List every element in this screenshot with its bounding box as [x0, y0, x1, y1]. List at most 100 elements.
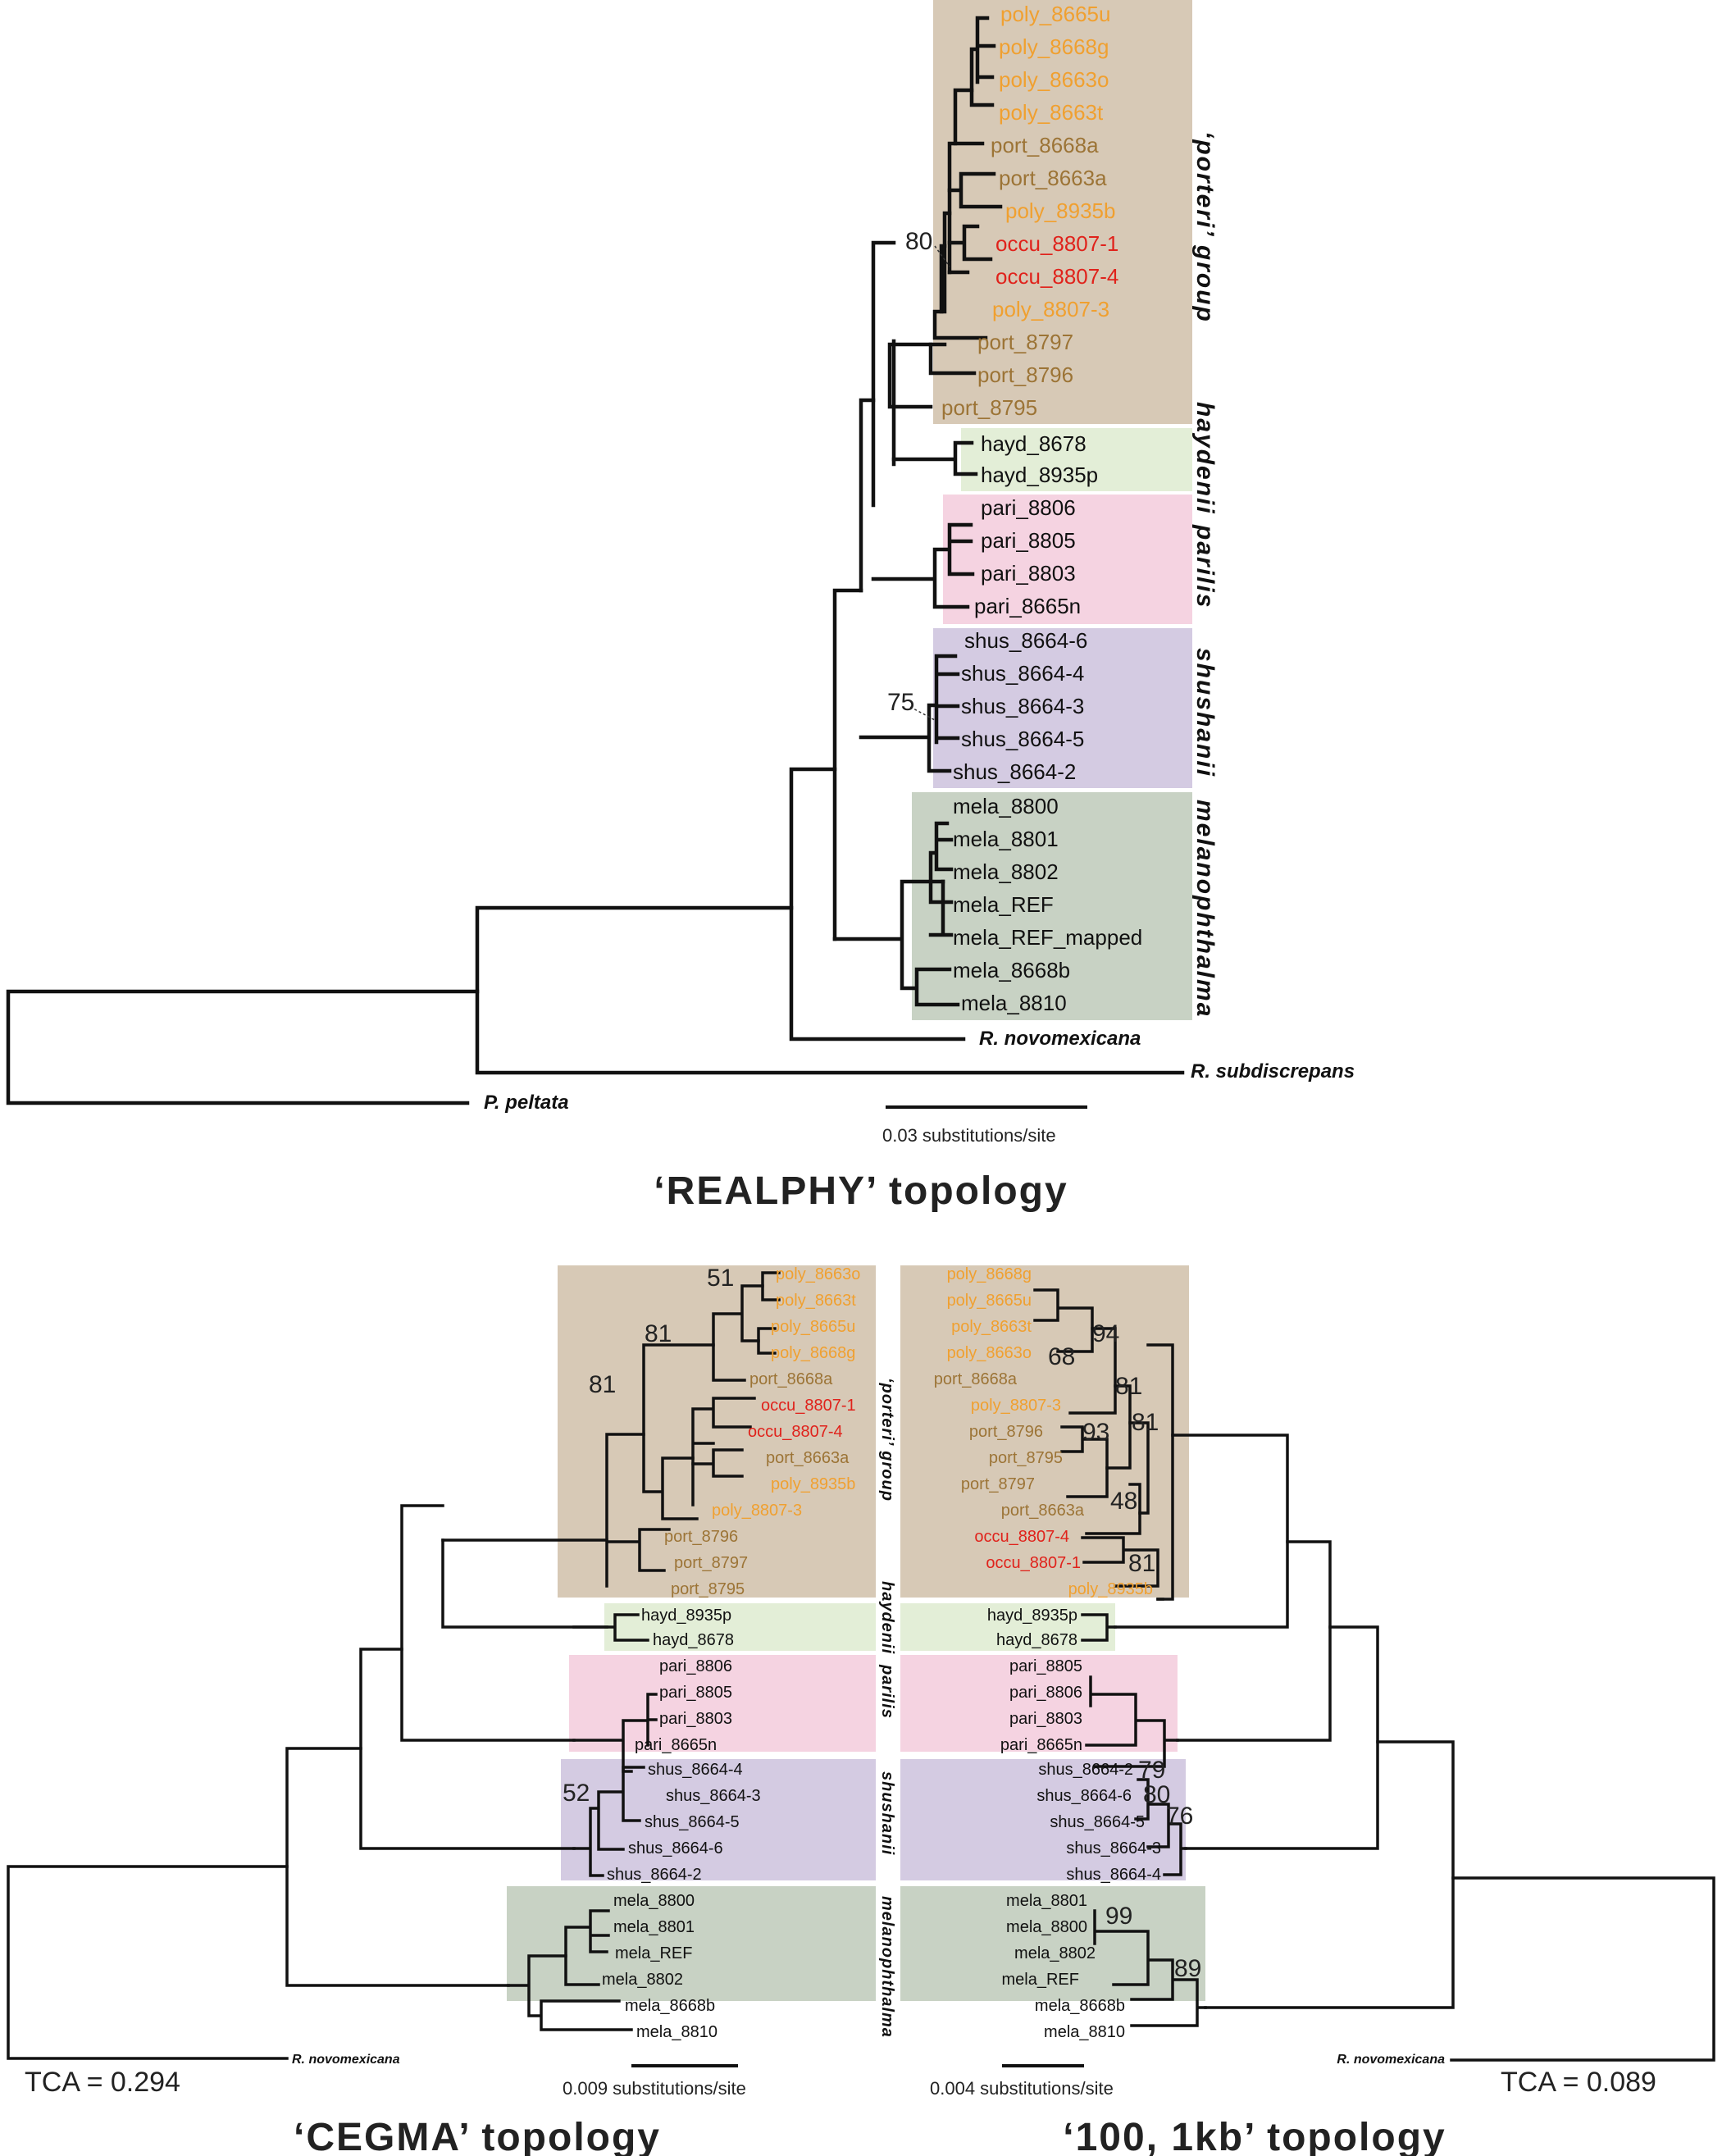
branch [1033, 1288, 1094, 1353]
tip-label: mela_8668b [625, 1997, 715, 2015]
tip-label: mela_8801 [1006, 1892, 1087, 1910]
branch [832, 588, 863, 941]
shushanii-clade-box [933, 628, 1192, 788]
branch [642, 1343, 715, 1520]
branch [1085, 1483, 1141, 1535]
branch [1081, 1536, 1159, 1588]
tip-label: poly_8663t [951, 1318, 1032, 1336]
branch [859, 654, 960, 773]
tip-label: poly_8665u [771, 1318, 855, 1336]
tip-label: poly_8935b [771, 1475, 855, 1493]
branch [1060, 1425, 1109, 1498]
branch [928, 821, 954, 937]
tip-label: mela_8802 [602, 1971, 683, 1989]
branch [359, 1648, 576, 1850]
panel-title: ‘CEGMA’ topology [294, 2116, 661, 2156]
tip-label: hayd_8678 [981, 431, 1086, 456]
tip-label: poly_8665u [1000, 2, 1110, 26]
branch [947, 171, 1003, 262]
branch [507, 1954, 633, 2031]
support-leader-line [934, 245, 950, 267]
tip-label: shus_8664-2 [1038, 1761, 1133, 1779]
tip-label: mela_8668b [1035, 1997, 1125, 2015]
melanophthalma-clade-box [900, 1886, 1205, 2001]
realphy-tip-labels: poly_8665u poly_8668g poly_8663o poly_86… [484, 2, 1355, 1114]
scale-label: 0.009 substitutions/site [563, 2078, 746, 2099]
haydenii-clade-box [961, 428, 1192, 491]
branch [572, 1766, 645, 1877]
tip-label: shus_8664-4 [648, 1761, 743, 1779]
tip-label: port_8797 [961, 1475, 1035, 1493]
tip-label: mela_8810 [636, 2023, 718, 2041]
branch [969, 16, 996, 107]
tip-label: shus_8664-3 [666, 1787, 761, 1805]
kb100-panel: poly_8668g poly_8665u poly_8663t poly_86… [900, 1265, 1715, 2156]
tip-label: pari_8805 [981, 528, 1076, 553]
tip-label: port_8663a [766, 1449, 850, 1467]
tip-label: occu_8807-4 [974, 1528, 1069, 1546]
scale-label: 0.03 substitutions/site [882, 1125, 1056, 1146]
tip-label: poly_8663o [947, 1344, 1032, 1362]
tip-label: pari_8806 [659, 1657, 732, 1675]
tip-label: shus_8664-5 [961, 727, 1084, 751]
tip-label: occu_8807-4 [995, 264, 1118, 289]
bootstrap-support: 76 [1166, 1803, 1193, 1830]
branch [871, 522, 975, 609]
cegma-branches [7, 1271, 781, 2060]
branch [1085, 1675, 1179, 1768]
tip-label: port_8796 [977, 362, 1073, 387]
tip-label: mela_8800 [1006, 1918, 1087, 1936]
branch [605, 1433, 671, 1588]
tip-label: poly_8807-3 [971, 1397, 1061, 1415]
bootstrap-support: 81 [645, 1320, 672, 1347]
middle-group-labels: ‘porteri’ group haydenii parilis shushan… [878, 1378, 896, 2038]
tip-label: mela_8802 [953, 859, 1059, 884]
kb100-branches [1033, 1288, 1715, 2062]
tip-label: pari_8665n [1000, 1736, 1082, 1754]
tip-label: pari_8665n [635, 1736, 717, 1754]
bootstrap-support: 52 [563, 1780, 590, 1807]
branch [691, 1448, 744, 1478]
bootstrap-support: 81 [1128, 1550, 1155, 1577]
tip-label: port_8797 [977, 330, 1073, 354]
tip-label: mela_REF [615, 1944, 692, 1962]
tip-label: pari_8803 [659, 1710, 732, 1728]
panel-title: ‘100, 1kb’ topology [1063, 2116, 1446, 2156]
tip-label: mela_8801 [953, 827, 1059, 851]
branch [832, 879, 960, 1007]
branch [1105, 1384, 1132, 1470]
bootstrap-support: 79 [1138, 1757, 1165, 1784]
tip-label: hayd_8935p [981, 463, 1098, 487]
tip-label: poly_8807-3 [712, 1502, 802, 1520]
tip-label: mela_REF [1002, 1971, 1079, 1989]
group-label-parilis: parilis [878, 1664, 896, 1719]
outgroup-label: R. novomexicana [979, 1028, 1141, 1050]
tip-label: shus_8664-5 [1050, 1813, 1145, 1831]
branch [1093, 1909, 1207, 2027]
tip-label: pari_8806 [981, 495, 1076, 520]
realphy-panel: poly_8665u poly_8668g poly_8663o poly_86… [6, 0, 1355, 1213]
tip-label: poly_8668g [771, 1344, 855, 1362]
parilis-clade-box [943, 495, 1192, 624]
tip-label: poly_8663t [999, 100, 1104, 125]
tip-label: shus_8664-3 [961, 694, 1084, 718]
melanophthalma-clade-box [912, 792, 1192, 1020]
branch [789, 767, 966, 1042]
branch [1176, 1540, 1332, 1742]
tip-label: poly_8663o [999, 67, 1109, 92]
tip-label: shus_8664-4 [1066, 1866, 1161, 1884]
tip-label: port_8795 [941, 395, 1037, 420]
outgroup-label: R. novomexicana [292, 2053, 400, 2067]
tip-label: poly_8663o [776, 1265, 860, 1283]
group-label-haydenii: haydenii [1191, 402, 1219, 515]
bootstrap-support: 81 [589, 1371, 616, 1398]
tip-label: poly_8807-3 [992, 297, 1109, 321]
tip-label: mela_REF [953, 892, 1054, 917]
tip-label: shus_8664-2 [953, 759, 1076, 784]
tip-label: mela_8668b [953, 958, 1070, 982]
panel-title: ‘REALPHY’ topology [654, 1169, 1068, 1213]
tip-label: poly_8663t [776, 1292, 856, 1310]
branch [1184, 1625, 1379, 1850]
group-label-haydenii: haydenii [878, 1581, 896, 1654]
